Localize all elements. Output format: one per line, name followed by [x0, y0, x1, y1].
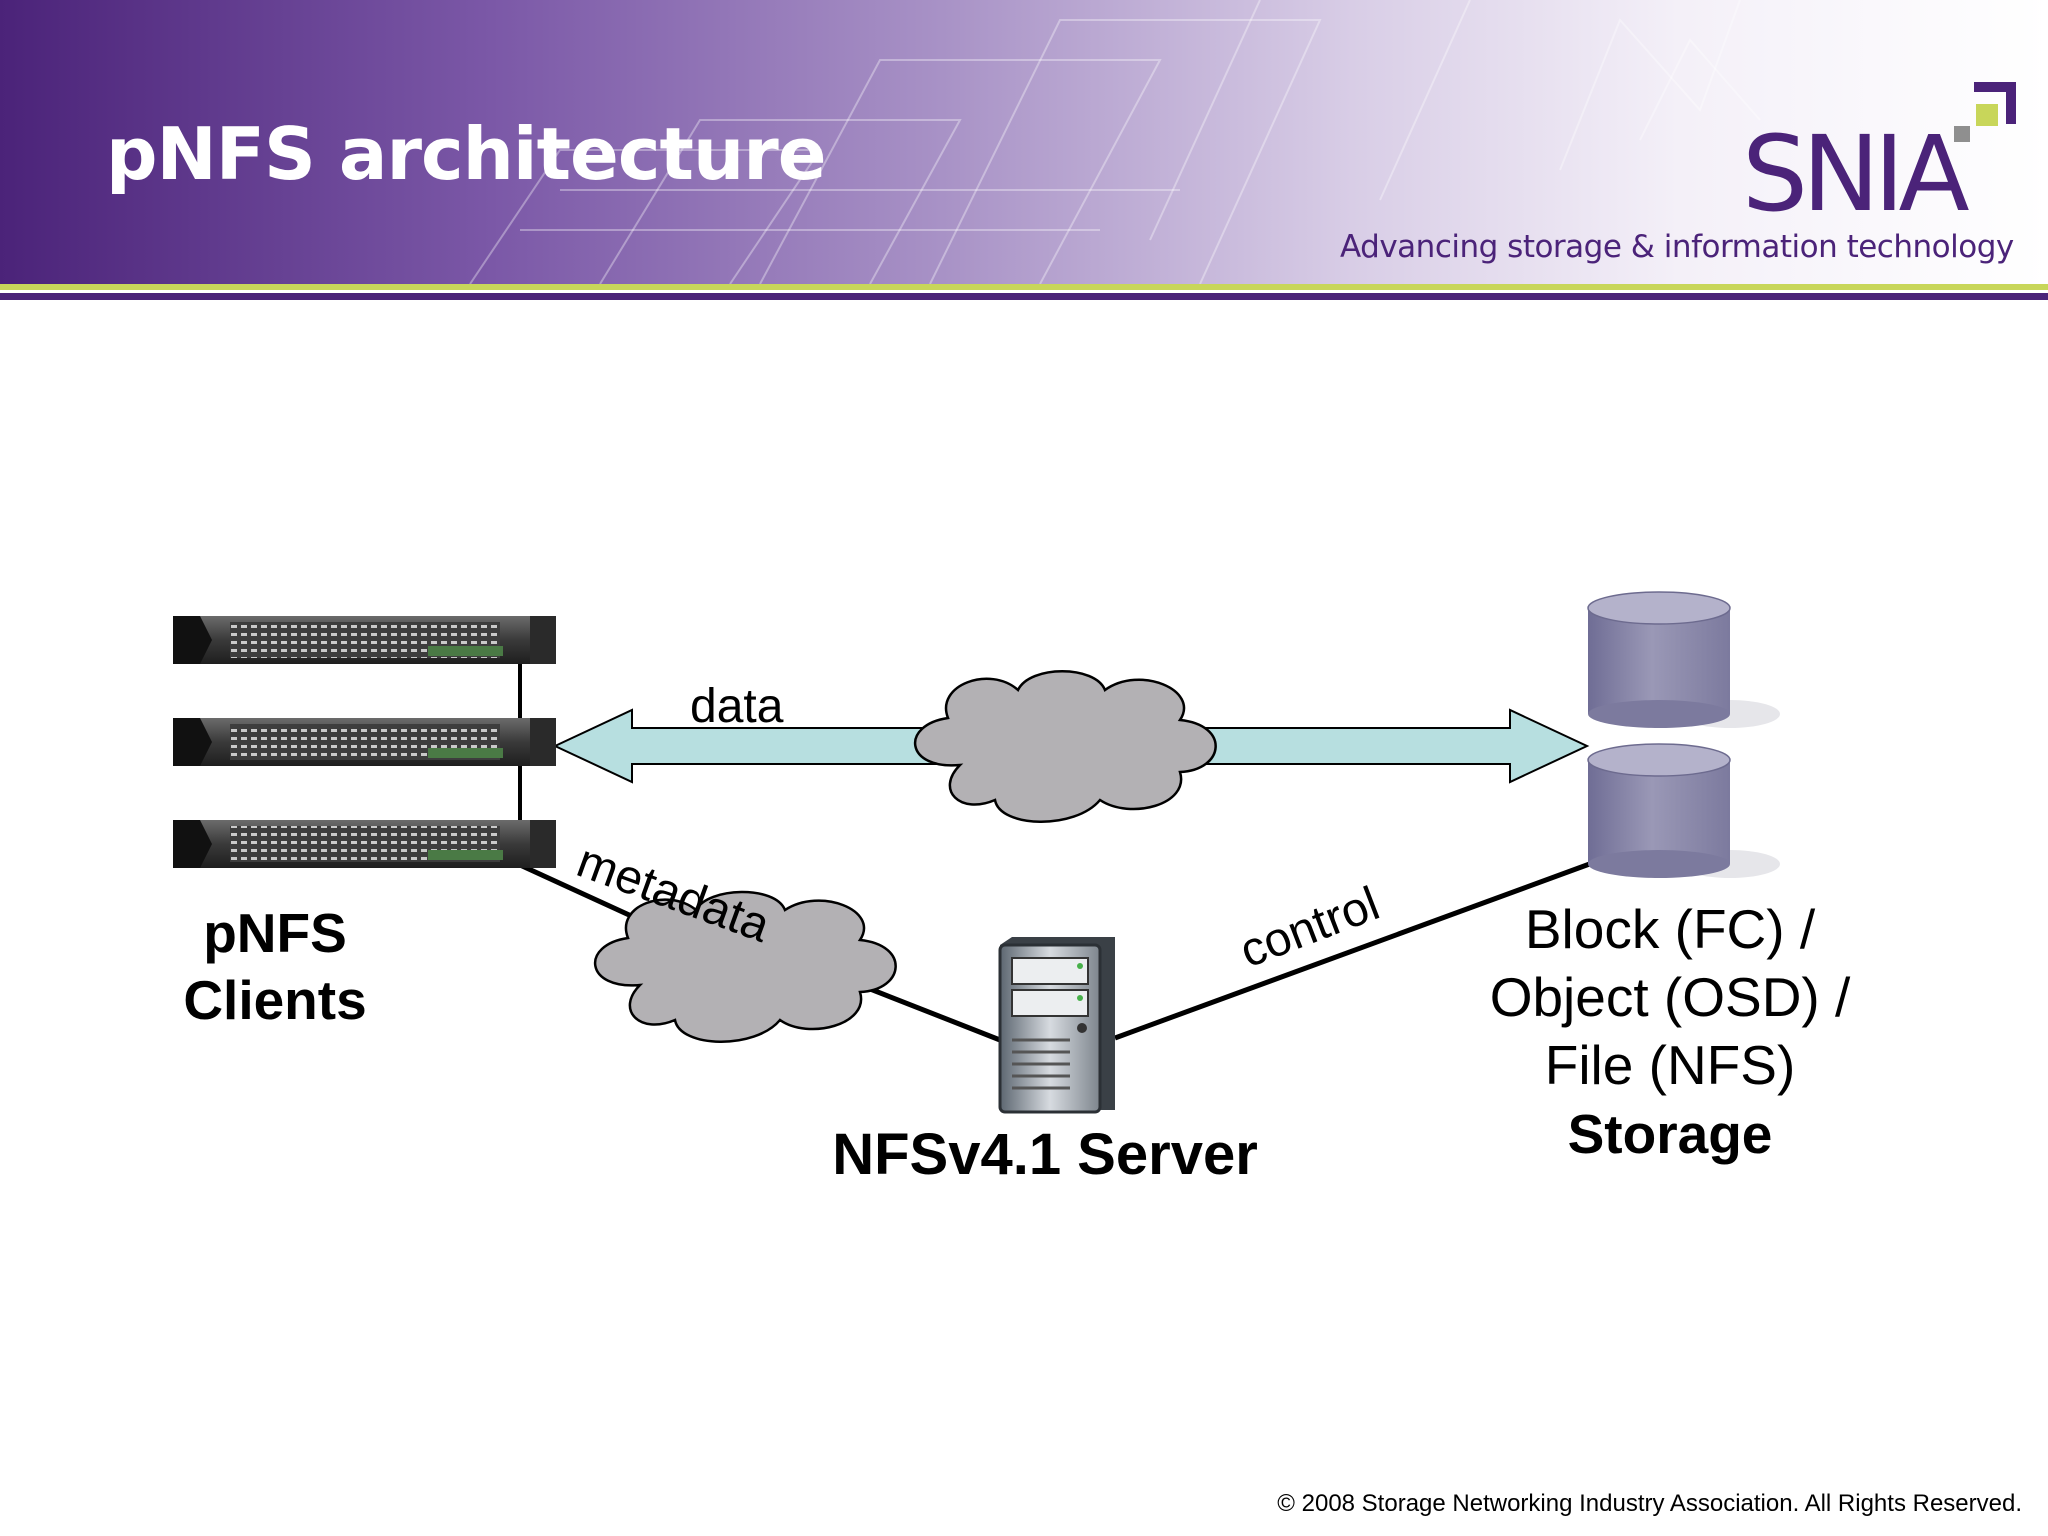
rack-server-icon [173, 718, 556, 766]
storage-label-title: Storage [1567, 1102, 1773, 1165]
storage-label-line: Block (FC) / [1524, 898, 1816, 960]
header-line-art [469, 0, 1761, 284]
tower-server-icon [998, 937, 1115, 1114]
rack-server-icon [173, 616, 556, 664]
header-banner: pNFS architecture SNIA Advancing storage… [0, 0, 2048, 284]
header-rule-purple [0, 293, 2048, 300]
control-link [1114, 859, 1596, 1041]
server-label: NFSv4.1 Server [832, 1122, 1258, 1187]
data-network-cloud-icon [913, 670, 1217, 823]
edge-label-control: control [1233, 877, 1387, 978]
storage-label-line: File (NFS) [1544, 1034, 1796, 1097]
disk-cylinder-icon [1587, 591, 1780, 728]
snia-logo-mark-icon [1954, 82, 2016, 142]
metadata-network-cloud-icon [593, 890, 897, 1043]
copyright-footer: © 2008 Storage Networking Industry Assoc… [1277, 1490, 2022, 1517]
storage-label: Block (FC) / Object (OSD) / File (NFS) S… [1450, 895, 1890, 1168]
snia-logo: SNIA [1742, 113, 1970, 235]
disk-cylinder-icon [1587, 743, 1780, 878]
clients-label: pNFS Clients [165, 900, 385, 1034]
slide-title: pNFS architecture [106, 112, 827, 196]
metadata-link-server [859, 982, 1001, 1043]
header-rule-green [0, 284, 2048, 290]
rack-server-icon [173, 820, 556, 868]
clients-label-line: Clients [183, 969, 367, 1032]
storage-label-line: Object (OSD) / [1489, 966, 1851, 1029]
clients-label-line: pNFS [203, 902, 347, 964]
snia-tagline: Advancing storage & information technolo… [1340, 229, 2014, 265]
edge-label-data: data [690, 680, 784, 733]
